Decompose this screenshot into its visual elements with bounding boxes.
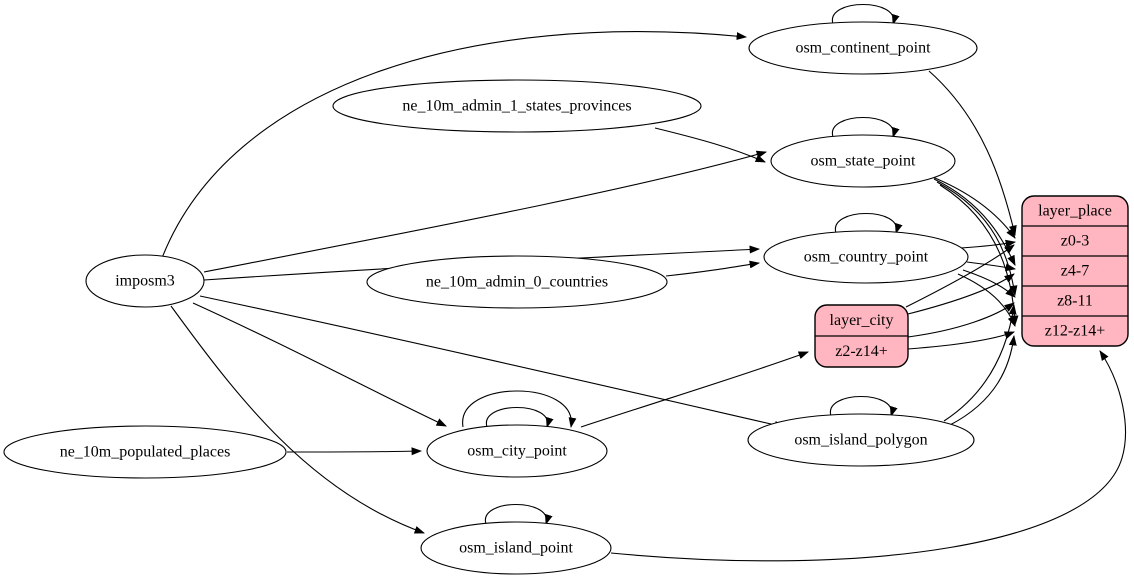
node-label-ne_10m_admin_1_states_provinces: ne_10m_admin_1_states_provinces — [402, 98, 631, 115]
edge-osm_island_point--layer_place-z12-z14+ — [610, 350, 1126, 562]
node-shape-ne_10m_populated_places — [3, 425, 287, 479]
record-row-layer_place-z4-7: z4-7 — [1061, 263, 1089, 280]
edge-osm_continent_point--layer_place-z0-3 — [928, 70, 1017, 237]
self-loop-osm_continent_point — [832, 3, 900, 25]
self-loop-osm_island_polygon — [830, 395, 898, 417]
nodes-layer: imposm3 ne_10m_admin_1_states_provincesne… — [3, 21, 1129, 575]
node-shape-osm_country_point — [763, 230, 969, 284]
record-title-layer_city: layer_city — [830, 312, 894, 329]
node-shape-osm_city_point — [426, 424, 608, 478]
node-label-ne_10m_admin_0_countries: ne_10m_admin_0_countries — [426, 274, 608, 291]
record-row-layer_place-z8-11: z8-11 — [1057, 293, 1093, 310]
edge-imposm3--osm_state_point — [203, 150, 768, 273]
node-label-osm_city_point: osm_city_point — [467, 443, 567, 460]
edge-imposm3--osm_city_point — [192, 302, 447, 427]
node-ne_10m_admin_1_states_provinces: ne_10m_admin_1_states_provinces — [332, 79, 702, 133]
node-shape-ne_10m_admin_0_countries — [366, 255, 668, 309]
node-osm_city_point: osm_city_point — [426, 424, 608, 478]
edge-imposm3--osm_island_point — [170, 305, 425, 534]
edge-osm_island_polygon--layer_place-z8-11 — [943, 303, 1017, 422]
record-layer_city: layer_city z2-z14+ — [814, 304, 909, 368]
node-ne_10m_populated_places: ne_10m_populated_places — [3, 425, 287, 479]
node-shape-osm_state_point — [770, 134, 956, 188]
edge-imposm3--osm_island_polygon — [199, 295, 786, 429]
edge-osm_country_point--layer_place-z0-3 — [960, 239, 1017, 249]
record-row-layer_city-z2-z14+: z2-z14+ — [835, 343, 888, 360]
node-osm_island_point: osm_island_point — [420, 521, 612, 575]
node-label-ne_10m_populated_places: ne_10m_populated_places — [60, 444, 231, 461]
node-label-osm_continent_point: osm_continent_point — [795, 40, 931, 57]
edge-layer_city--layer_place-z4-7 — [907, 273, 1015, 315]
edge-ne_10m_admin_1_states_provinces--osm_state_point — [654, 127, 766, 163]
node-label-osm_island_point: osm_island_point — [459, 540, 573, 557]
self-loop-osm_city_point-2 — [462, 390, 577, 429]
node-label-osm_country_point: osm_country_point — [804, 249, 929, 266]
node-label-osm_state_point: osm_state_point — [811, 153, 916, 170]
self-loop-osm_city_point — [486, 406, 554, 428]
self-loop-osm_island_point — [485, 503, 553, 525]
node-label-imposm3: imposm3 — [115, 273, 175, 290]
node-osm_island_polygon: osm_island_polygon — [747, 413, 975, 467]
edge-osm_state_point--layer_place-z0-3 — [929, 175, 1016, 239]
edge-osm_state_point--layer_place-z8-11 — [936, 181, 1018, 297]
record-row-layer_place-z0-3: z0-3 — [1061, 233, 1089, 250]
node-shape-imposm3 — [85, 254, 205, 308]
node-osm_country_point: osm_country_point — [763, 230, 969, 284]
node-shape-osm_island_polygon — [747, 413, 975, 467]
record-shape-layer_place — [1021, 195, 1129, 347]
record-row-layer_place-z12-z14+: z12-z14+ — [1045, 323, 1106, 340]
edge-osm_city_point--layer_city-z2-z14+ — [580, 351, 809, 428]
edge-layer_city--layer_place-z0-3 — [905, 244, 1015, 308]
edge-osm_country_point--layer_place-z12-z14+ — [957, 273, 1016, 327]
record-title-layer_place: layer_place — [1038, 203, 1112, 220]
record-layer_place: layer_place z0-3 z4-7 z8-11 z12-z14+ — [1021, 195, 1129, 347]
self-loop-osm_state_point — [832, 116, 900, 138]
edge-osm_country_point--layer_place-z4-7 — [966, 261, 1017, 272]
self-loop-osm_country_point — [835, 212, 903, 234]
node-imposm3: imposm3 — [85, 254, 205, 308]
node-label-osm_island_polygon: osm_island_polygon — [794, 432, 927, 449]
edge-imposm3--osm_continent_point — [161, 31, 748, 259]
edge-ne_10m_admin_0_countries--osm_country_point — [665, 260, 761, 277]
edge-ne_10m_populated_places--osm_city_point — [286, 447, 423, 456]
node-shape-ne_10m_admin_1_states_provinces — [332, 79, 702, 133]
node-osm_state_point: osm_state_point — [770, 134, 956, 188]
edges-layer — [161, 3, 1126, 562]
node-osm_continent_point: osm_continent_point — [748, 21, 978, 75]
node-shape-osm_continent_point — [748, 21, 978, 75]
edge-layer_city--layer_place-z8-11 — [907, 302, 1015, 338]
edge-osm_state_point--layer_place-z4-7 — [933, 178, 1016, 266]
edge-osm_island_polygon--layer_place-z12-z14+ — [949, 334, 1017, 426]
node-shape-osm_island_point — [420, 521, 612, 575]
node-ne_10m_admin_0_countries: ne_10m_admin_0_countries — [366, 255, 668, 309]
